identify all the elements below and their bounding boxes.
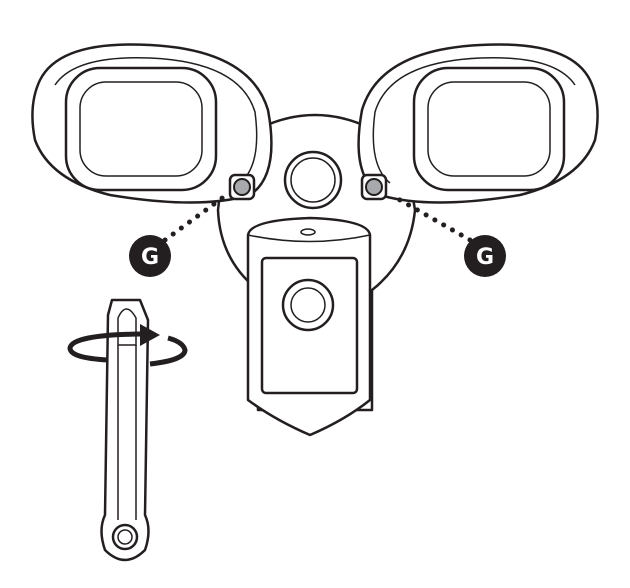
- rotate-arrow-icon: [67, 324, 188, 367]
- svg-text:G: G: [476, 245, 494, 270]
- camera-unit: [246, 216, 372, 437]
- left-leader: [162, 193, 228, 243]
- left-bolt: [228, 173, 256, 201]
- left-floodlight: [31, 43, 273, 204]
- wrench-icon: [100, 298, 150, 562]
- label-badge-left: G: [129, 235, 171, 277]
- right-bolt: [360, 173, 388, 201]
- svg-text:G: G: [141, 245, 159, 270]
- right-floodlight: [357, 43, 599, 204]
- label-badge-right: G: [464, 235, 506, 277]
- motion-sensor: [283, 150, 343, 210]
